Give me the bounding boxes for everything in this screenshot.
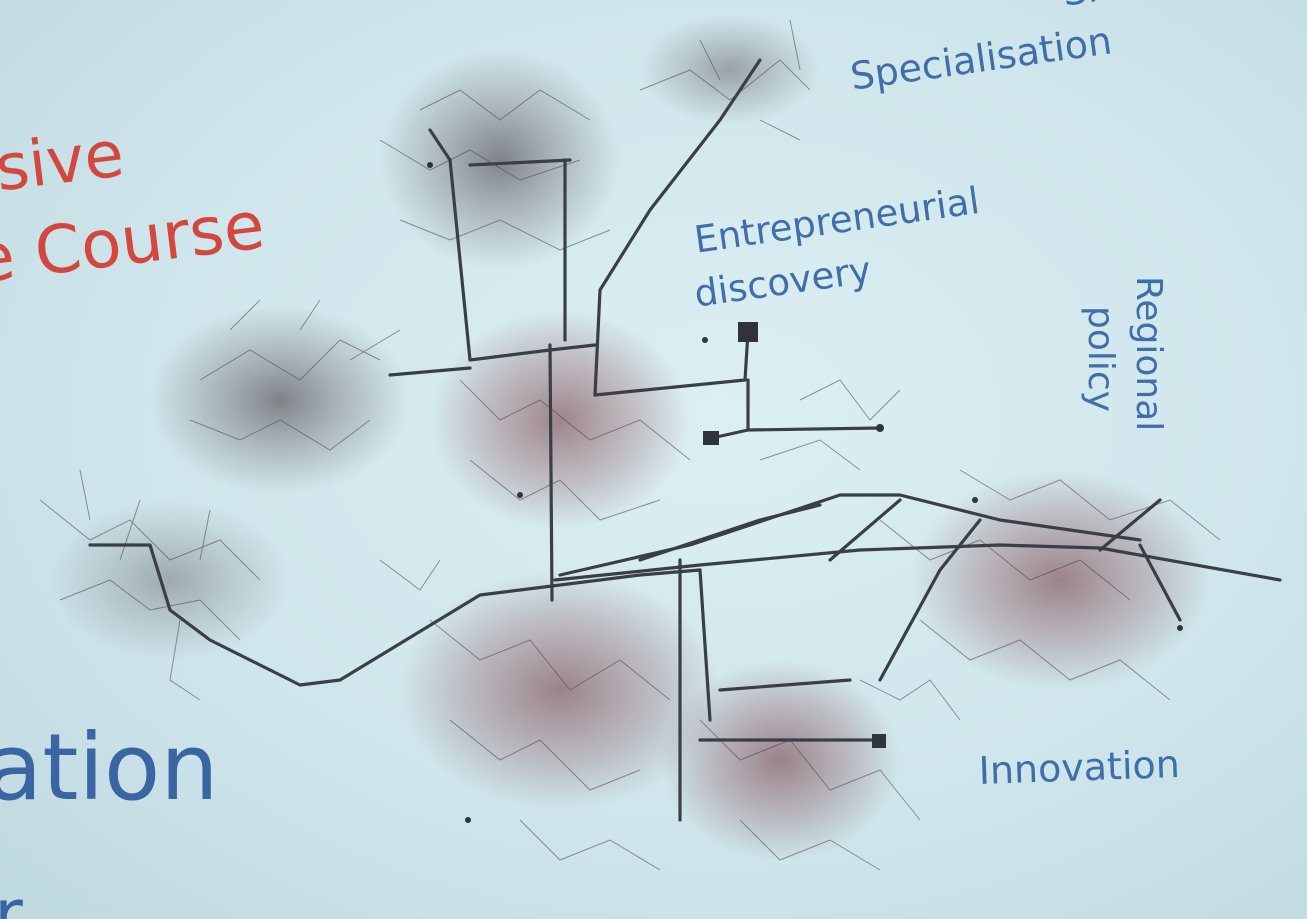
network-nodes	[427, 162, 1183, 823]
network-main-lines	[88, 58, 1282, 822]
network-clusters	[50, 15, 1210, 860]
label-policy: policy	[1080, 306, 1121, 412]
network-branches	[39, 19, 1221, 871]
slide-heading-fragment: ation	[0, 714, 219, 821]
label-innovation: Innovation	[977, 741, 1181, 793]
slide-title-fragment-1: sive	[0, 117, 128, 207]
slide-heading-fragment-2: r	[0, 874, 23, 919]
label-regional: Regional	[1128, 276, 1169, 432]
